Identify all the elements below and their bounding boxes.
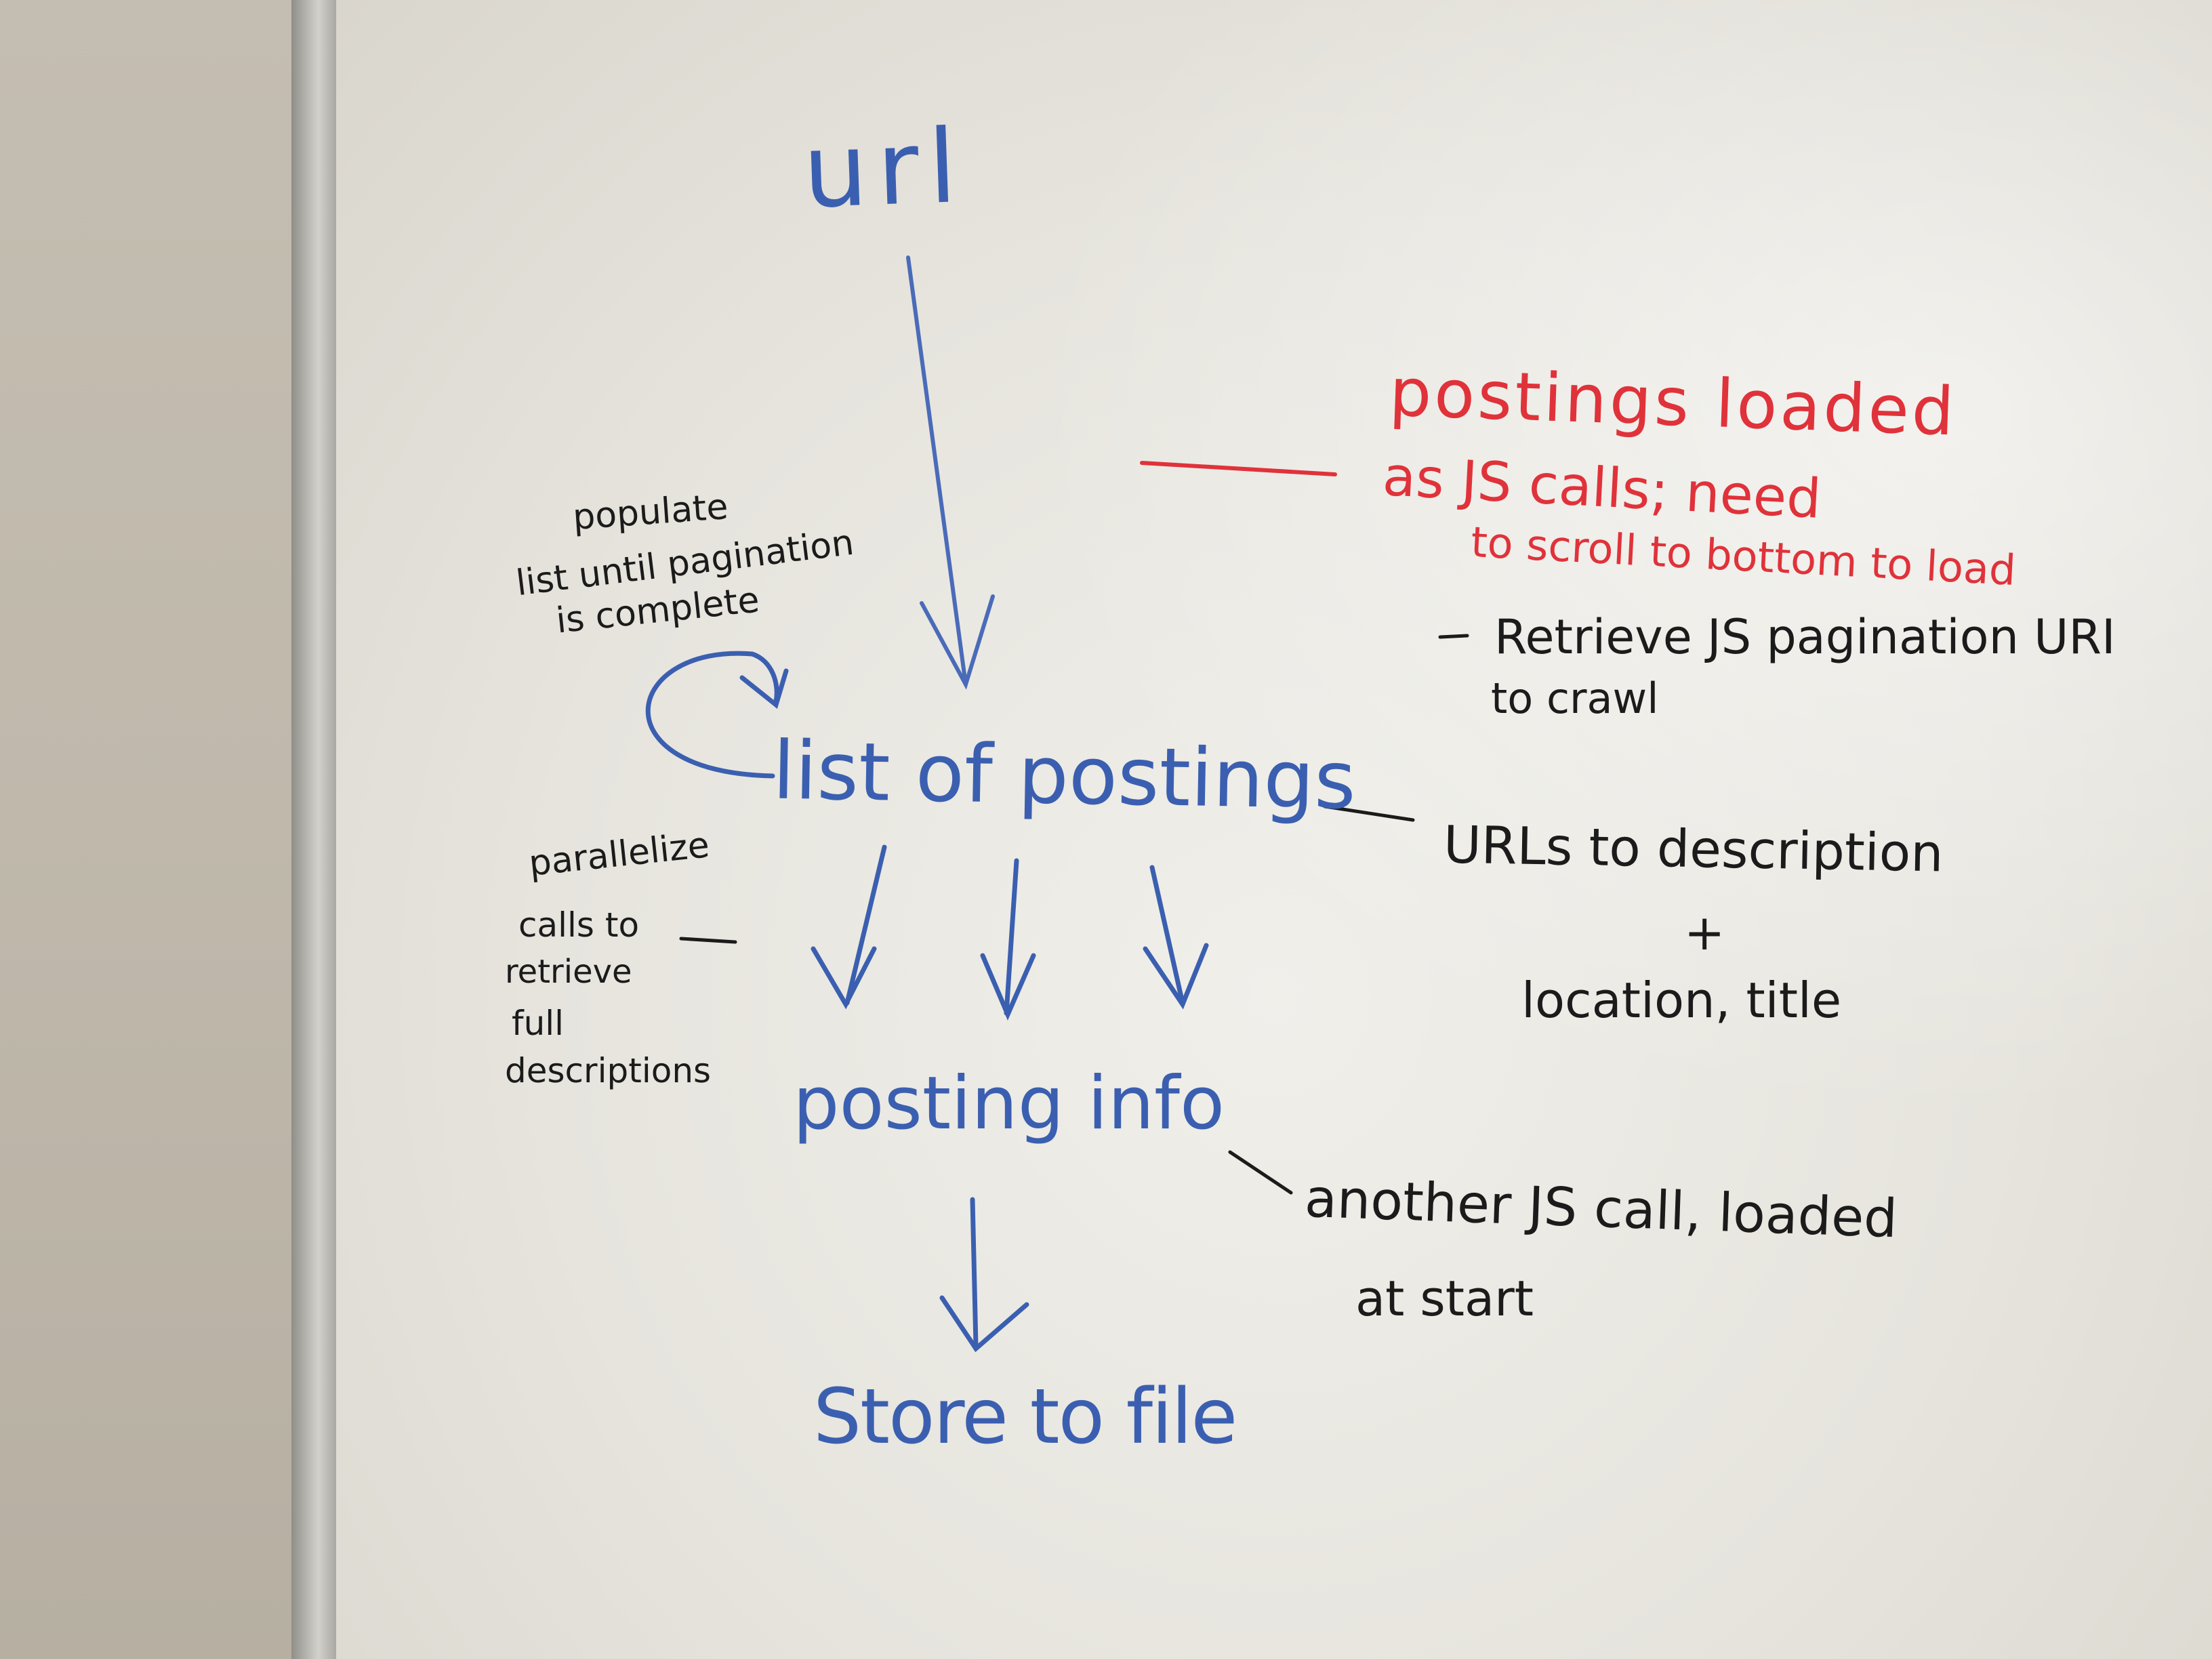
note-retrieve-2: to crawl — [1491, 674, 1659, 723]
note-urls-plus: + — [1684, 904, 1725, 961]
node-store-to-file: Store to file — [813, 1373, 1237, 1461]
whiteboard — [336, 0, 2212, 1659]
note-parallelize-4: full — [512, 1004, 565, 1043]
black-connectors — [679, 634, 1469, 1195]
note-parallelize-3: retrieve — [505, 953, 632, 991]
red-connector — [1140, 461, 1337, 476]
note-parallelize-2: calls to — [518, 905, 640, 945]
node-url: url — [801, 107, 968, 232]
note-populate-1: populate — [571, 487, 730, 538]
loop-arrow — [645, 651, 789, 779]
note-urls-1: URLs to description — [1443, 814, 1944, 884]
arrows-list-to-info — [811, 844, 1209, 1021]
node-list-of-postings: list of postings — [771, 723, 1357, 827]
note-postings-loaded-1: postings loaded — [1388, 354, 1959, 451]
arrow-info-to-store — [939, 1197, 1029, 1353]
arrow-url-to-list — [906, 255, 995, 690]
note-urls-2: location, title — [1521, 972, 1842, 1029]
note-another-2: at start — [1355, 1270, 1534, 1327]
wall — [0, 0, 291, 1659]
note-parallelize-5: descriptions — [505, 1051, 712, 1090]
whiteboard-frame — [291, 0, 336, 1659]
node-posting-info: posting info — [793, 1061, 1225, 1146]
note-retrieve-1: Retrieve JS pagination URI — [1494, 609, 2116, 665]
